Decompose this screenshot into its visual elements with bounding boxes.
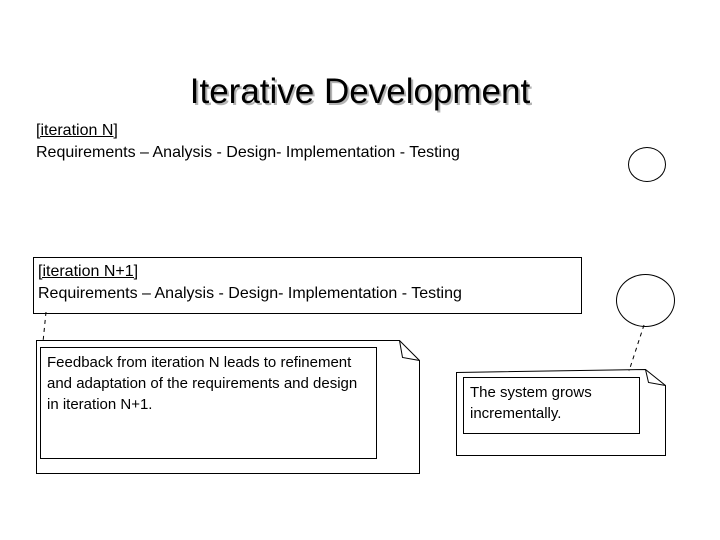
note-grows-text: The system grows incrementally. — [470, 384, 592, 422]
bubble-circle-icon-2 — [616, 274, 675, 327]
iteration-n-plus-1-block: [iteration N+1] Requirements – Analysis … — [33, 257, 582, 314]
dashed-connector-right — [628, 324, 645, 372]
note-folded-corner-shape-1 — [36, 340, 420, 474]
note-grows-inner: The system grows incrementally. — [463, 377, 640, 434]
note-folded-corner-shape-2 — [456, 368, 666, 456]
iteration-n-plus-1-label: [iteration N+1] — [38, 263, 139, 280]
iteration-n-block: [iteration N] Requirements – Analysis - … — [36, 120, 596, 164]
page-title: Iterative Development — [189, 72, 531, 111]
iteration-n-label: [iteration N] — [36, 122, 118, 139]
note-feedback-inner: Feedback from iteration N leads to refin… — [40, 347, 377, 459]
iteration-n-phases: Requirements – Analysis - Design- Implem… — [36, 144, 460, 161]
note-grows: The system grows incrementally. — [456, 368, 666, 456]
note-feedback: Feedback from iteration N leads to refin… — [36, 340, 420, 474]
bubble-circle-icon-1 — [628, 147, 666, 182]
iteration-n-plus-1-phases: Requirements – Analysis - Design- Implem… — [38, 285, 462, 302]
note-feedback-text: Feedback from iteration N leads to refin… — [47, 354, 358, 413]
dashed-connector-left — [42, 311, 47, 343]
